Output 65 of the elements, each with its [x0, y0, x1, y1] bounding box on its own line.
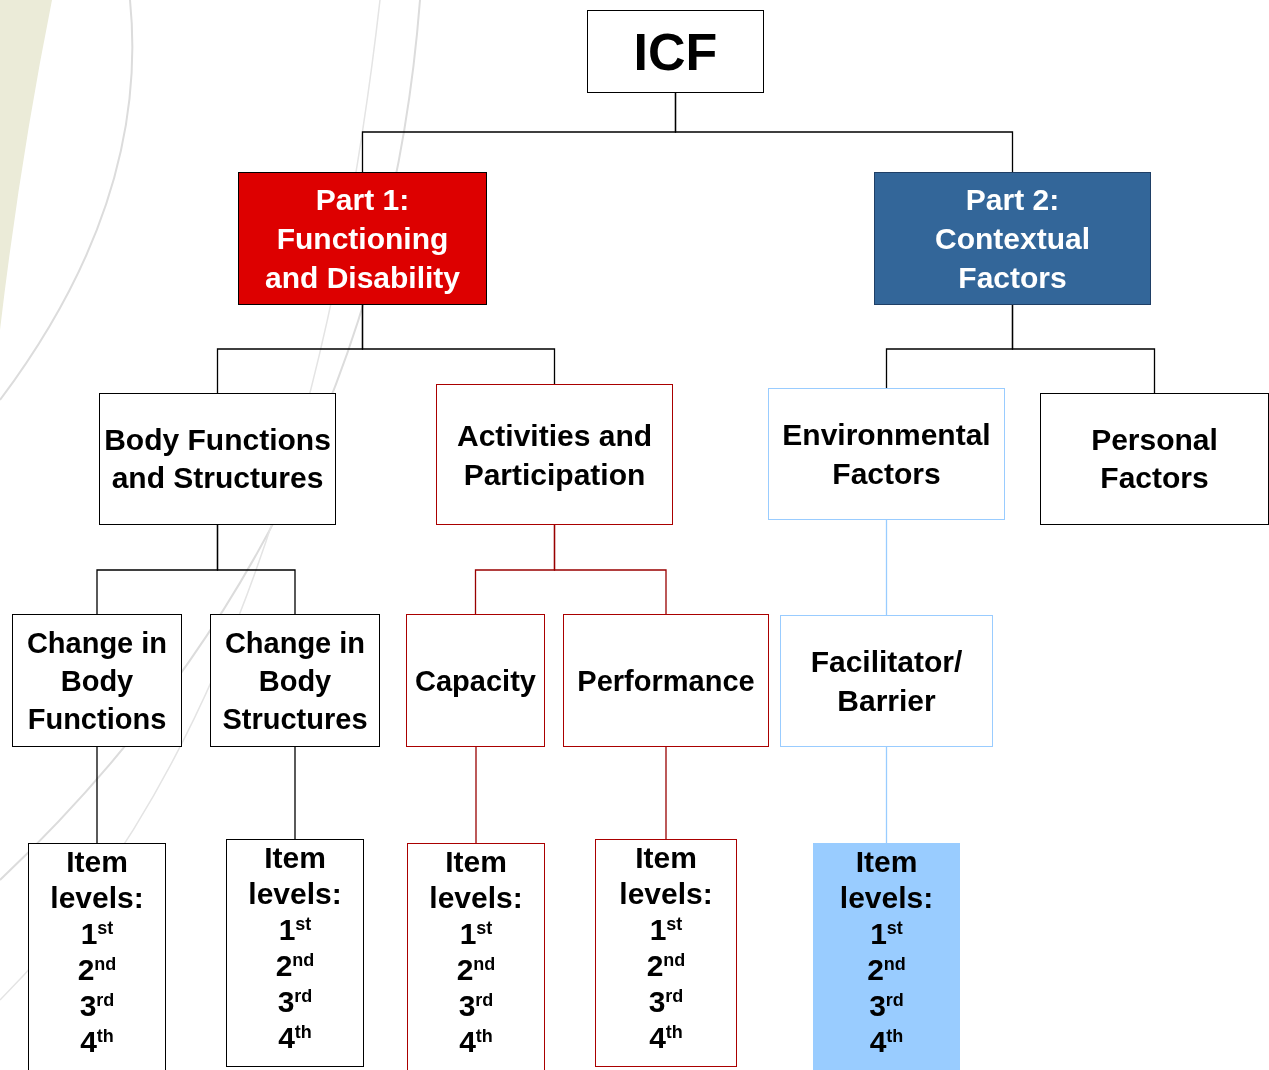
box-title: Facilitator/ Barrier [809, 644, 964, 719]
category-box [28, 843, 166, 1070]
category-box [99, 393, 336, 525]
category-box [210, 614, 380, 747]
category-box [813, 843, 960, 1070]
level-label: 3$^{rd}$ [79, 988, 115, 1024]
level-label: 3$^{rd}$ [458, 988, 494, 1024]
level-label: 3$^{rd}$ [648, 984, 684, 1020]
category-box [238, 172, 487, 305]
category-box [226, 839, 364, 1067]
connector-line [674, 92, 1014, 173]
level-label: 1$^{st}$ [278, 912, 312, 948]
level-label: 3$^{rd}$ [869, 988, 904, 1024]
connector-line [216, 524, 296, 615]
category-box [406, 614, 545, 747]
box-title: Environmental Factors [781, 417, 992, 492]
level-label: 2$^{nd}$ [275, 948, 315, 984]
connector-line [361, 304, 556, 385]
box-title: Item levels: [838, 844, 935, 916]
box-title: Item levels: [49, 844, 145, 916]
box-title: Part 2: Contextual Factors [934, 182, 1091, 296]
connector-line [294, 746, 296, 840]
box-title: Capacity [415, 663, 536, 699]
category-box [587, 10, 764, 93]
level-label: 2$^{nd}$ [867, 952, 906, 988]
category-box [563, 614, 769, 747]
box-title: Body Functions and Structures [103, 422, 332, 496]
level-label: 4$^{th}$ [869, 1024, 904, 1060]
connector-line [475, 746, 477, 844]
level-label: 1$^{st}$ [80, 916, 114, 952]
connector-line [1011, 304, 1156, 394]
box-title: ICF [633, 21, 718, 82]
level-label: 1$^{st}$ [459, 916, 493, 952]
category-box [407, 843, 545, 1070]
level-label: 1$^{st}$ [870, 916, 903, 952]
category-box [780, 615, 993, 747]
level-label: 4$^{th}$ [649, 1020, 683, 1056]
level-label: 3$^{rd}$ [277, 984, 313, 1020]
category-box [436, 384, 673, 525]
category-box [1040, 393, 1269, 525]
level-label: 2$^{nd}$ [646, 948, 686, 984]
box-title: Personal Factors [1090, 422, 1219, 496]
box-title: Performance [577, 663, 755, 699]
level-label: 4$^{th}$ [278, 1020, 312, 1056]
connector-line [665, 746, 667, 840]
connector-line [553, 524, 667, 615]
level-label: 1$^{st}$ [649, 912, 683, 948]
connector-line [885, 519, 888, 616]
category-box [874, 172, 1151, 305]
category-box [595, 839, 737, 1067]
level-label: 4$^{th}$ [459, 1024, 493, 1060]
box-title: Item levels: [247, 840, 343, 912]
box-title: Item levels: [428, 844, 524, 916]
level-label: 2$^{nd}$ [77, 952, 117, 988]
level-label: 2$^{nd}$ [456, 952, 496, 988]
level-label: 4$^{th}$ [80, 1024, 114, 1060]
connector-line [96, 746, 98, 844]
box-title: Part 1: Functioning and Disability [263, 182, 461, 296]
box-title: Activities and Participation [455, 417, 654, 493]
box-title: Item levels: [618, 840, 714, 912]
connector-line [885, 746, 888, 844]
box-title: Change in Body Functions [25, 625, 169, 737]
box-title: Change in Body Structures [221, 625, 369, 737]
category-box [12, 614, 182, 747]
category-box [768, 388, 1005, 520]
